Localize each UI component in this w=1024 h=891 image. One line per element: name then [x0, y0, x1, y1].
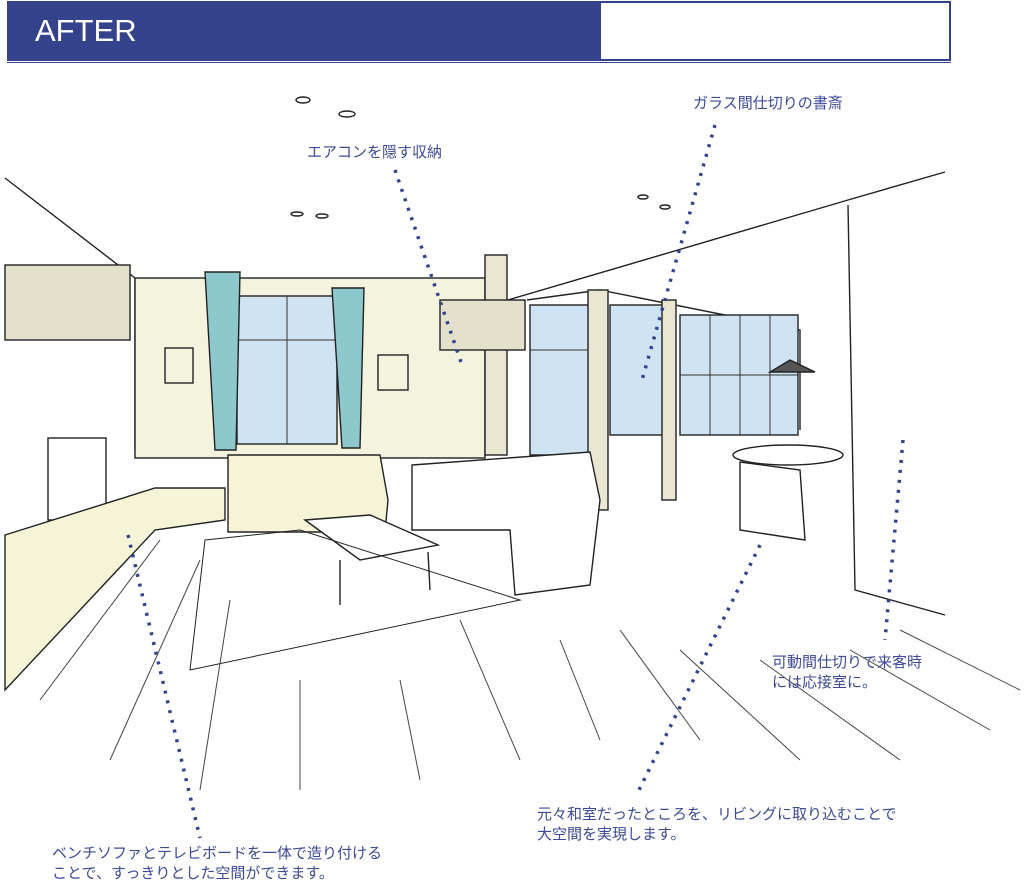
header-title: AFTER	[35, 13, 137, 48]
curtains	[204, 271, 365, 451]
header-band	[9, 3, 601, 59]
floorboards	[39, 539, 1021, 791]
coffee-table	[303, 514, 441, 561]
wall-picture	[164, 347, 194, 384]
tv-board-bench	[4, 487, 226, 692]
leader-lines	[126, 124, 905, 839]
annotation-movable-partition: 可動間仕切りで来客時 には応接室に。	[772, 652, 922, 692]
rug	[189, 529, 522, 671]
annotation-line: には応接室に。	[772, 673, 878, 691]
window-mullions	[237, 296, 798, 444]
annotation-former-washitsu: 元々和室だったところを、リビングに取り込むことで 大空間を実現します。	[537, 804, 897, 844]
header-divider	[7, 62, 951, 63]
sofa	[227, 454, 389, 533]
annotation-glass-study: ガラス間仕切りの書斎	[693, 94, 843, 112]
pillar	[661, 299, 677, 501]
annotation-line: ベンチソファとテレビボードを一体で造り付ける	[52, 844, 383, 862]
wall-picture	[377, 354, 409, 391]
annotation-aircon-storage: エアコンを隠す収納	[307, 143, 443, 161]
wall-shelf	[4, 264, 131, 341]
dining-chair	[739, 461, 806, 541]
annotation-line: 可動間仕切りで来客時	[772, 653, 923, 671]
annotation-bench-sofa: ベンチソファとテレビボードを一体で造り付ける ことで、すっきりとした空間ができま…	[52, 843, 382, 883]
header-banner: AFTER	[7, 1, 951, 61]
dining-table	[732, 444, 844, 466]
pendant-lamp	[767, 359, 816, 373]
sofa	[411, 451, 601, 596]
back-wall	[4, 171, 946, 616]
annotation-line: 大空間を実現します。	[537, 825, 686, 843]
annotation-line: 元々和室だったところを、リビングに取り込むことで	[537, 805, 897, 823]
annotation-line: ことで、すっきりとした空間ができます。	[52, 864, 334, 882]
ceiling-lights	[290, 96, 671, 219]
